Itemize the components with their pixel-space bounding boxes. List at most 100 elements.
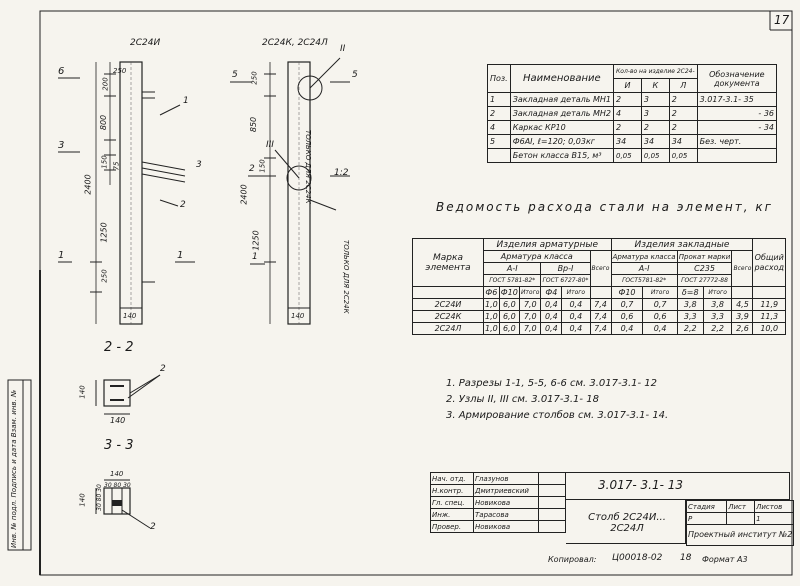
- dim-150: 150: [100, 155, 109, 169]
- table-row: Бетон класса В15, м³ 0,05 0,05 0,05: [487, 148, 778, 163]
- section-2-2-title: 2 - 2: [104, 340, 134, 355]
- dim-r-2400: 2400: [239, 184, 249, 205]
- cut-3: 3: [58, 140, 65, 151]
- steel-h-arm: Изделия арматурные: [483, 238, 612, 251]
- dim-r-140: 140: [291, 312, 305, 320]
- footer-format: Формат А3: [702, 555, 748, 564]
- table-row: Гл. спец.Новикова: [430, 496, 566, 509]
- section-3-3: [95, 479, 151, 529]
- column-elevation-right: [230, 57, 350, 325]
- sec22-leader: 2: [160, 364, 166, 374]
- steel-h-prof-gost: ГОСТ 27772-88: [676, 274, 733, 287]
- column-elevation-left: [58, 61, 195, 325]
- table-row: Провер.Новикова: [430, 520, 566, 533]
- table-row: Инж.Тарасова: [430, 508, 566, 521]
- scale-1-2: 1:2: [334, 168, 349, 178]
- note-1: 1. Разрезы 1-1, 5-5, 6-6 см. 3.017-3.1- …: [446, 378, 658, 389]
- spec-h-q-l: Л: [668, 78, 698, 93]
- organization: Проектный институт №2: [685, 524, 795, 546]
- footer-copied: Копировал:: [548, 555, 597, 564]
- dim-r-150: 150: [258, 159, 267, 173]
- dim-r-250: 250: [250, 71, 259, 85]
- steel-h-emb-class: Арматура класса: [610, 250, 678, 263]
- dim-250b: 250: [100, 269, 109, 283]
- note-2: 2. Узлы II, III см. 3.017-3.1- 18: [446, 394, 599, 405]
- leader-2: 2: [180, 200, 186, 210]
- spec-h-pos: Поз.: [487, 64, 511, 93]
- spec-table: Поз. Наименование Кол-во на изделие 2С24…: [487, 64, 778, 163]
- spec-h-q-k: К: [640, 78, 670, 93]
- dim-800: 800: [99, 114, 109, 131]
- sec33-dim-140v: 140: [78, 493, 87, 507]
- table-row: Нач. отд.Глазунов: [430, 472, 566, 485]
- table-row: Н.контр.Дмитриевский: [430, 484, 566, 497]
- drawing-name: Столб 2С24И... 2С24Л: [588, 512, 666, 534]
- dim-75: 75: [112, 161, 121, 171]
- table-row: 2 Закладная деталь МН2 4 3 2 - 36: [487, 106, 778, 121]
- steel-h-ai: А-I: [482, 262, 542, 275]
- sec33-dim-140: 140: [110, 470, 124, 478]
- steel-h-prof: Прокат марки: [676, 250, 733, 263]
- steel-h-emb-gost: ГОСТ5781-82*: [610, 274, 678, 287]
- dim-250: 250: [113, 67, 127, 75]
- cut-1-r: 1: [252, 252, 258, 262]
- dim-140: 140: [123, 312, 137, 320]
- view-title-left: 2С24И: [130, 38, 161, 48]
- table-row: 5 Ф6АI, ℓ=120; 0,03кг 34 34 34 Без. черт…: [487, 134, 778, 149]
- table-row: 4 Каркас КР10 2 2 2 - 34: [487, 120, 778, 135]
- dim-r-850: 850: [249, 116, 259, 133]
- title-code-box: [566, 472, 790, 500]
- table-row: 2С24И 1,0 6,0 7,0 0,4 0,4 7,4 0,7 0,7 3,…: [412, 298, 786, 311]
- steel-h-bpi: Вр-I: [540, 262, 591, 275]
- note-only-k-2: ТОЛЬКО ДЛЯ 2С24К: [342, 240, 350, 314]
- dim-200: 200: [101, 77, 110, 91]
- table-row: 2С24Л 1,0 6,0 7,0 0,4 0,4 7,4 0,4 0,4 2,…: [412, 322, 786, 335]
- cut-3-right: 3: [196, 160, 202, 170]
- steel-h-emb-ai: А-I: [610, 262, 678, 275]
- sec33-leader: 2: [150, 522, 156, 532]
- cut-6: 6: [58, 66, 65, 77]
- cut-2: 2: [249, 164, 255, 174]
- table-row: 2С24К 1,0 6,0 7,0 0,4 0,4 7,4 0,6 0,6 3,…: [412, 310, 786, 323]
- sheet-number: 17: [774, 13, 790, 27]
- node-2-circle: [297, 75, 323, 101]
- section-2-2: [95, 374, 161, 415]
- node-3-label: III: [266, 140, 274, 150]
- spec-h-name: Наименование: [509, 64, 615, 93]
- leader-1: 1: [183, 96, 189, 106]
- dim-1250: 1250: [99, 222, 109, 243]
- steel-h-total: Всего: [589, 250, 612, 287]
- table-row: 1 Закладная деталь МН1 2 3 2 3.017-3.1- …: [487, 92, 778, 107]
- steel-table: Марка элемента Изделия арматурные Издели…: [412, 238, 786, 335]
- footer-number: 18: [680, 553, 692, 563]
- sec22-dim-140: 140: [78, 385, 87, 399]
- title-block-people: Нач. отд.Глазунов Н.контр.Дмитриевский Г…: [430, 472, 566, 533]
- footer-order: Ц00018-02: [612, 553, 663, 563]
- steel-h-mark: Марка элемента: [412, 238, 484, 287]
- steel-h-overall: Общий расход: [752, 238, 786, 287]
- view-title-right: 2С24К, 2С24Л: [262, 38, 328, 48]
- note-only-k-1: ТОЛЬКО ДЛЯ 2С24К: [304, 130, 312, 204]
- sec22-dim-140b: 140: [110, 416, 126, 425]
- steel-h-gost1: ГОСТ 5781-82*: [482, 274, 542, 287]
- title-name-box: [566, 500, 686, 544]
- steel-h-c235: С235: [676, 262, 733, 275]
- steel-table-title: Ведомость расхода стали на элемент, кг: [436, 200, 773, 214]
- spec-h-qty: Кол-во на изделие 2С24-: [613, 64, 698, 79]
- steel-h-gost2: ГОСТ 6727-80*: [540, 274, 591, 287]
- note-3: 3. Армирование столбов см. 3.017-3.1- 14…: [446, 410, 669, 421]
- cut-5-right: 5: [352, 70, 358, 80]
- steel-h-arm-class: Арматура класса: [483, 250, 591, 263]
- dim-r-1250: 1250: [251, 230, 261, 251]
- dim-2400: 2400: [83, 174, 93, 195]
- section-3-3-title: 3 - 3: [104, 438, 134, 453]
- cut-1: 1: [58, 250, 65, 261]
- spec-h-q-i: И: [613, 78, 642, 93]
- node-2-label: II: [340, 44, 346, 54]
- cut-1-right: 1: [177, 250, 184, 261]
- side-stamp: Инв. № подл. Подпись и дата Взам. инв. №: [10, 389, 18, 548]
- steel-h-emb: Изделия закладные: [610, 238, 754, 251]
- spec-h-doc: Обозначение документа: [696, 64, 778, 93]
